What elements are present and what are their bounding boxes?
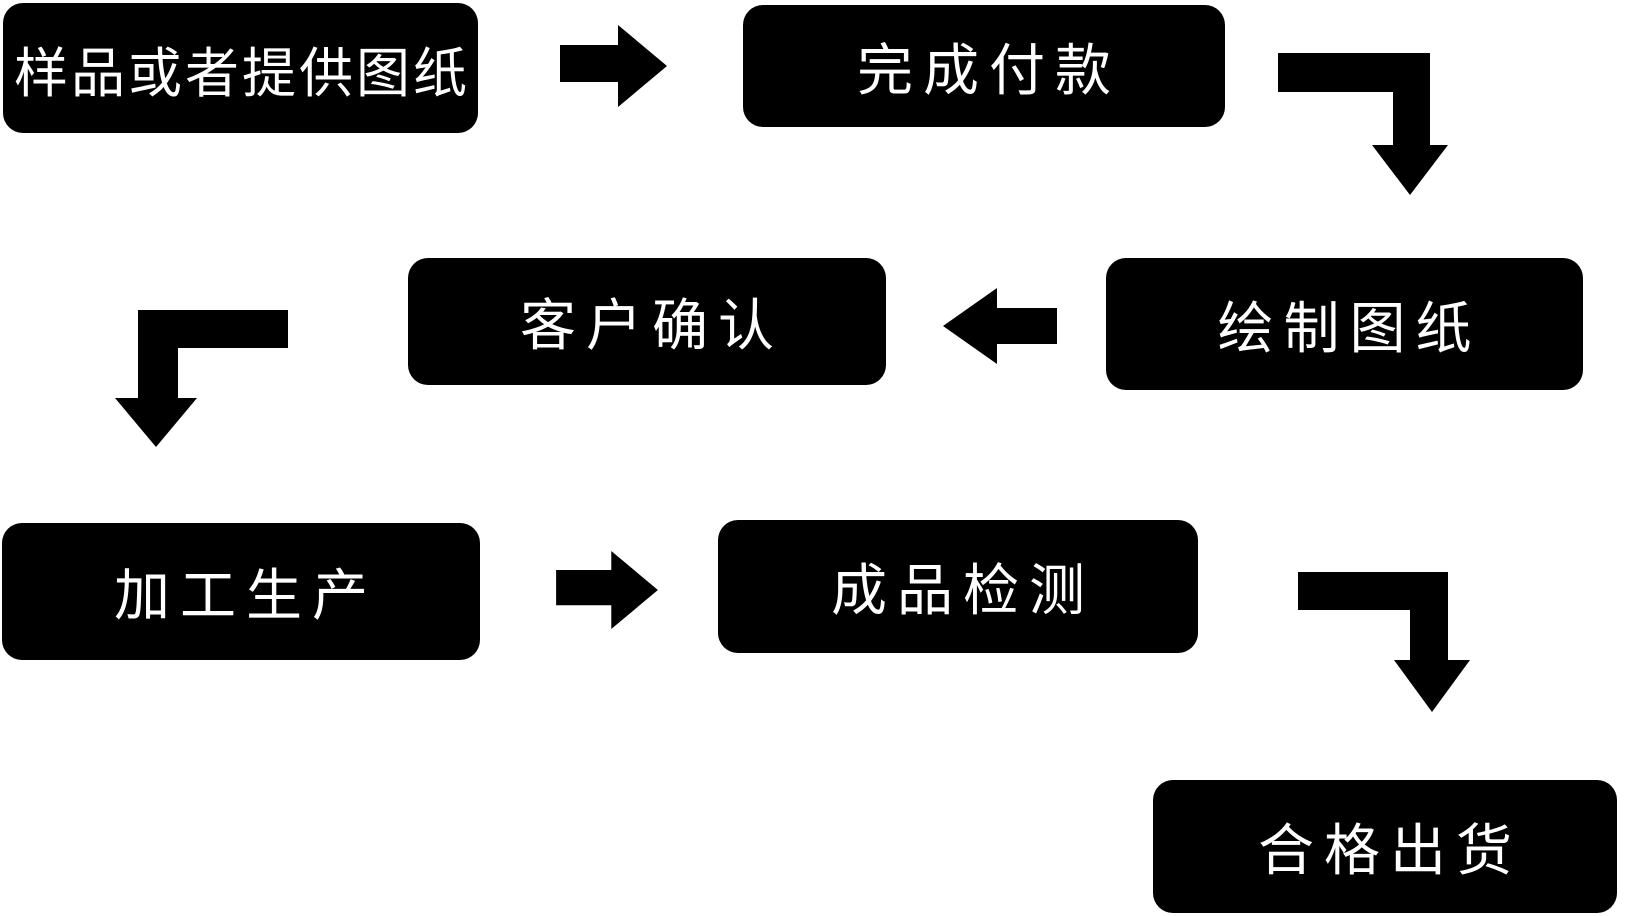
flow-node-label: 合格出货 (1258, 819, 1522, 884)
flow-node-qualified-shipment: 合格出货 (1153, 780, 1617, 913)
flow-node-label: 成品检测 (831, 559, 1095, 624)
flow-node-processing-production: 加工生产 (2, 523, 480, 660)
flow-node-draw-drawing: 绘制图纸 (1106, 258, 1583, 390)
arrow-right-icon-sample-to-payment (560, 25, 667, 107)
flow-node-label: 客户确认 (520, 294, 784, 359)
arrow-elbow-down-icon-payment-to-drawing (1278, 53, 1448, 195)
flow-node-label: 样品或者提供图纸 (14, 41, 470, 105)
arrow-elbow-down-icon-confirmation-to-production (115, 310, 288, 447)
flow-node-finished-product-inspection: 成品检测 (718, 520, 1198, 653)
arrow-left-icon-drawing-to-confirmation (943, 288, 1057, 364)
flow-node-customer-confirmation: 客户确认 (408, 258, 886, 385)
flow-node-label: 绘制图纸 (1217, 296, 1482, 362)
flow-node-complete-payment: 完成付款 (743, 5, 1225, 127)
arrow-elbow-down-icon-inspection-to-shipment (1298, 572, 1470, 712)
flow-node-label: 加工生产 (114, 564, 378, 629)
arrow-right-icon-production-to-inspection (556, 551, 658, 629)
flow-node-label: 完成付款 (857, 38, 1121, 104)
flow-node-sample-or-provide-drawing: 样品或者提供图纸 (3, 3, 478, 133)
